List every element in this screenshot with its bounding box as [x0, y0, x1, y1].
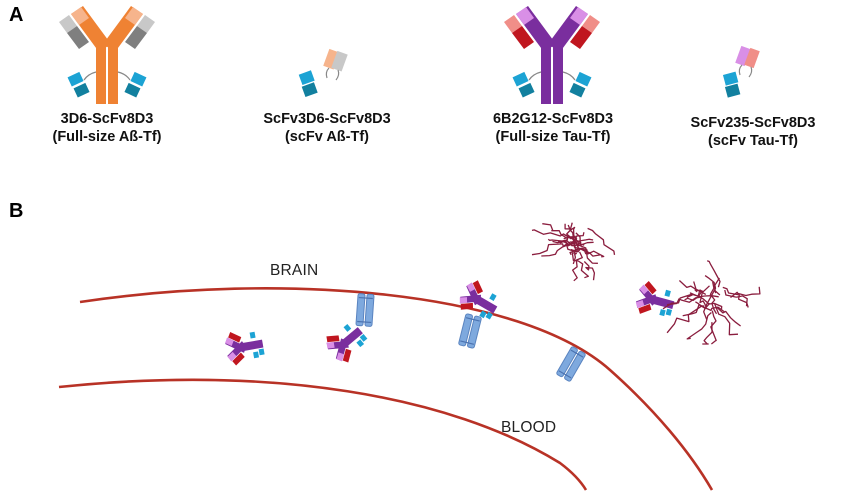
construct-format: (scFv Tau-Tf)	[708, 133, 798, 149]
caption-scfv235-scfv8d3: ScFv235-ScFv8D3 (scFv Tau-Tf)	[653, 114, 853, 150]
antibody-at-receptor-1	[321, 317, 372, 367]
receptor-2	[457, 312, 483, 350]
construct-name: 6B2G12-ScFv8D3	[492, 111, 614, 127]
tau-tangles	[531, 222, 761, 345]
brain-label: BRAIN	[270, 262, 319, 279]
antibody-in-blood-1	[223, 326, 266, 367]
panel-label-a: A	[9, 4, 24, 26]
construct-format: (scFv Aß-Tf)	[284, 129, 370, 145]
tau-tangle-2	[662, 260, 761, 345]
antibody-full-abeta	[58, 5, 156, 105]
blood-label: BLOOD	[501, 419, 557, 436]
construct-format: (Full-size Tau-Tf)	[495, 129, 611, 145]
tau-tangle-1	[531, 222, 616, 282]
antibody-scfv-abeta	[298, 48, 348, 98]
antibody-full-tau	[503, 5, 601, 105]
caption-3d6-scfv8d3: 3D6-ScFv8D3 (Full-size Aß-Tf)	[7, 110, 207, 146]
caption-scfv3d6-scfv8d3: ScFv3D6-ScFv8D3 (scFv Aß-Tf)	[227, 110, 427, 146]
antibody-scfv-tau	[722, 45, 760, 98]
receptor-1	[355, 292, 375, 328]
receptor-3	[555, 345, 587, 383]
construct-format: (Full-size Aß-Tf)	[52, 129, 162, 145]
construct-name: ScFv3D6-ScFv8D3	[263, 111, 391, 127]
brain-vessel-wall	[79, 287, 714, 491]
blood-vessel-wall	[58, 378, 588, 491]
figure: A 3D6-ScFv8D3 (Full-size Aß-Tf) ScFv3D6-…	[7, 4, 815, 491]
panel-label-b: B	[9, 200, 24, 222]
caption-6b2g12-scfv8d3: 6B2G12-ScFv8D3 (Full-size Tau-Tf)	[453, 110, 653, 146]
construct-name: 3D6-ScFv8D3	[60, 111, 154, 127]
diagram-art	[58, 5, 761, 491]
construct-name: ScFv235-ScFv8D3	[690, 115, 816, 131]
antibody-binding-tangle	[633, 279, 678, 322]
